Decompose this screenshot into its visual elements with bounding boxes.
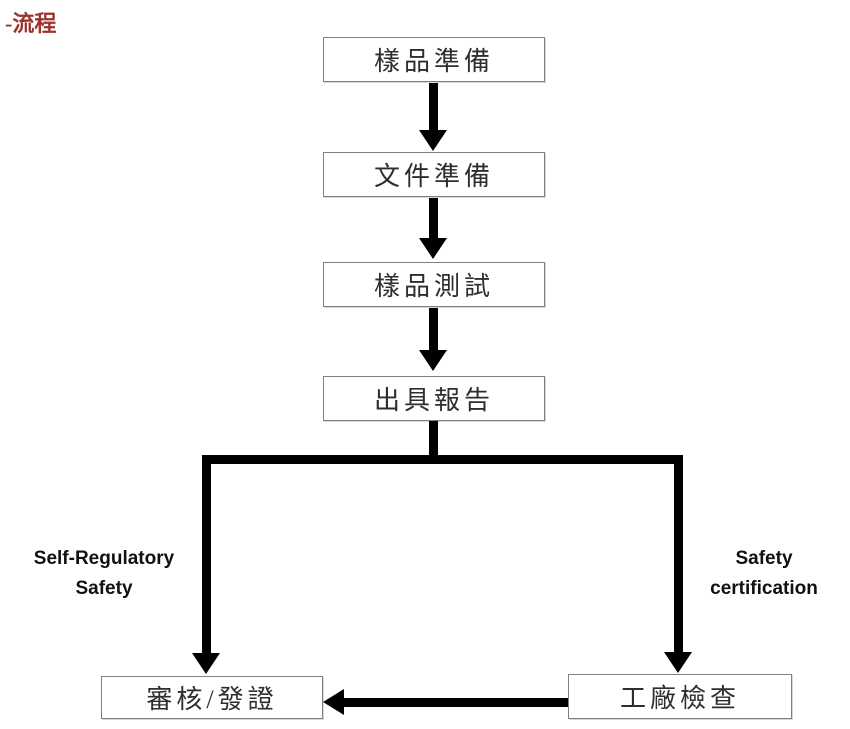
arrow-shaft xyxy=(341,698,568,707)
right-branch-label-line2: certification xyxy=(710,578,818,599)
flow-step-sample-testing: 樣品測試 xyxy=(323,262,545,307)
flow-step-review-certification: 審核/發證 xyxy=(101,676,323,719)
flow-step-sample-preparation: 樣品準備 xyxy=(323,37,545,82)
right-branch-label: Safety certification xyxy=(680,544,848,604)
flow-step-label: 出具報告 xyxy=(373,386,494,415)
arrow-head-down-icon xyxy=(419,238,447,259)
page-title: -流程 xyxy=(5,11,57,36)
flow-step-label: 審核/發證 xyxy=(146,685,278,714)
left-branch-label-line2: Safety xyxy=(75,578,133,599)
flow-step-document-preparation: 文件準備 xyxy=(323,152,545,197)
arrow-head-down-icon xyxy=(664,652,692,673)
arrow-head-left-icon xyxy=(323,689,344,715)
left-branch-label: Self-Regulatory Safety xyxy=(5,544,203,604)
flow-step-label: 文件準備 xyxy=(373,162,494,191)
flow-step-factory-inspection: 工廠檢查 xyxy=(568,674,792,719)
arrow-shaft xyxy=(202,455,211,653)
right-branch-label-line1: Safety xyxy=(735,548,793,569)
arrow-shaft xyxy=(429,308,438,350)
flow-step-label: 樣品準備 xyxy=(373,47,494,76)
arrow-head-down-icon xyxy=(419,130,447,151)
flow-step-label: 工廠檢查 xyxy=(619,684,740,713)
flow-step-label: 樣品測試 xyxy=(373,272,494,301)
flow-step-issue-report: 出具報告 xyxy=(323,376,545,421)
arrow-head-down-icon xyxy=(419,350,447,371)
arrow-shaft xyxy=(674,455,683,652)
arrow-shaft xyxy=(429,83,438,131)
left-branch-label-line1: Self-Regulatory xyxy=(33,548,175,569)
arrow-shaft xyxy=(429,198,438,238)
branch-horizontal-bar xyxy=(202,455,683,464)
branch-stub xyxy=(429,421,438,456)
arrow-head-down-icon xyxy=(192,653,220,674)
